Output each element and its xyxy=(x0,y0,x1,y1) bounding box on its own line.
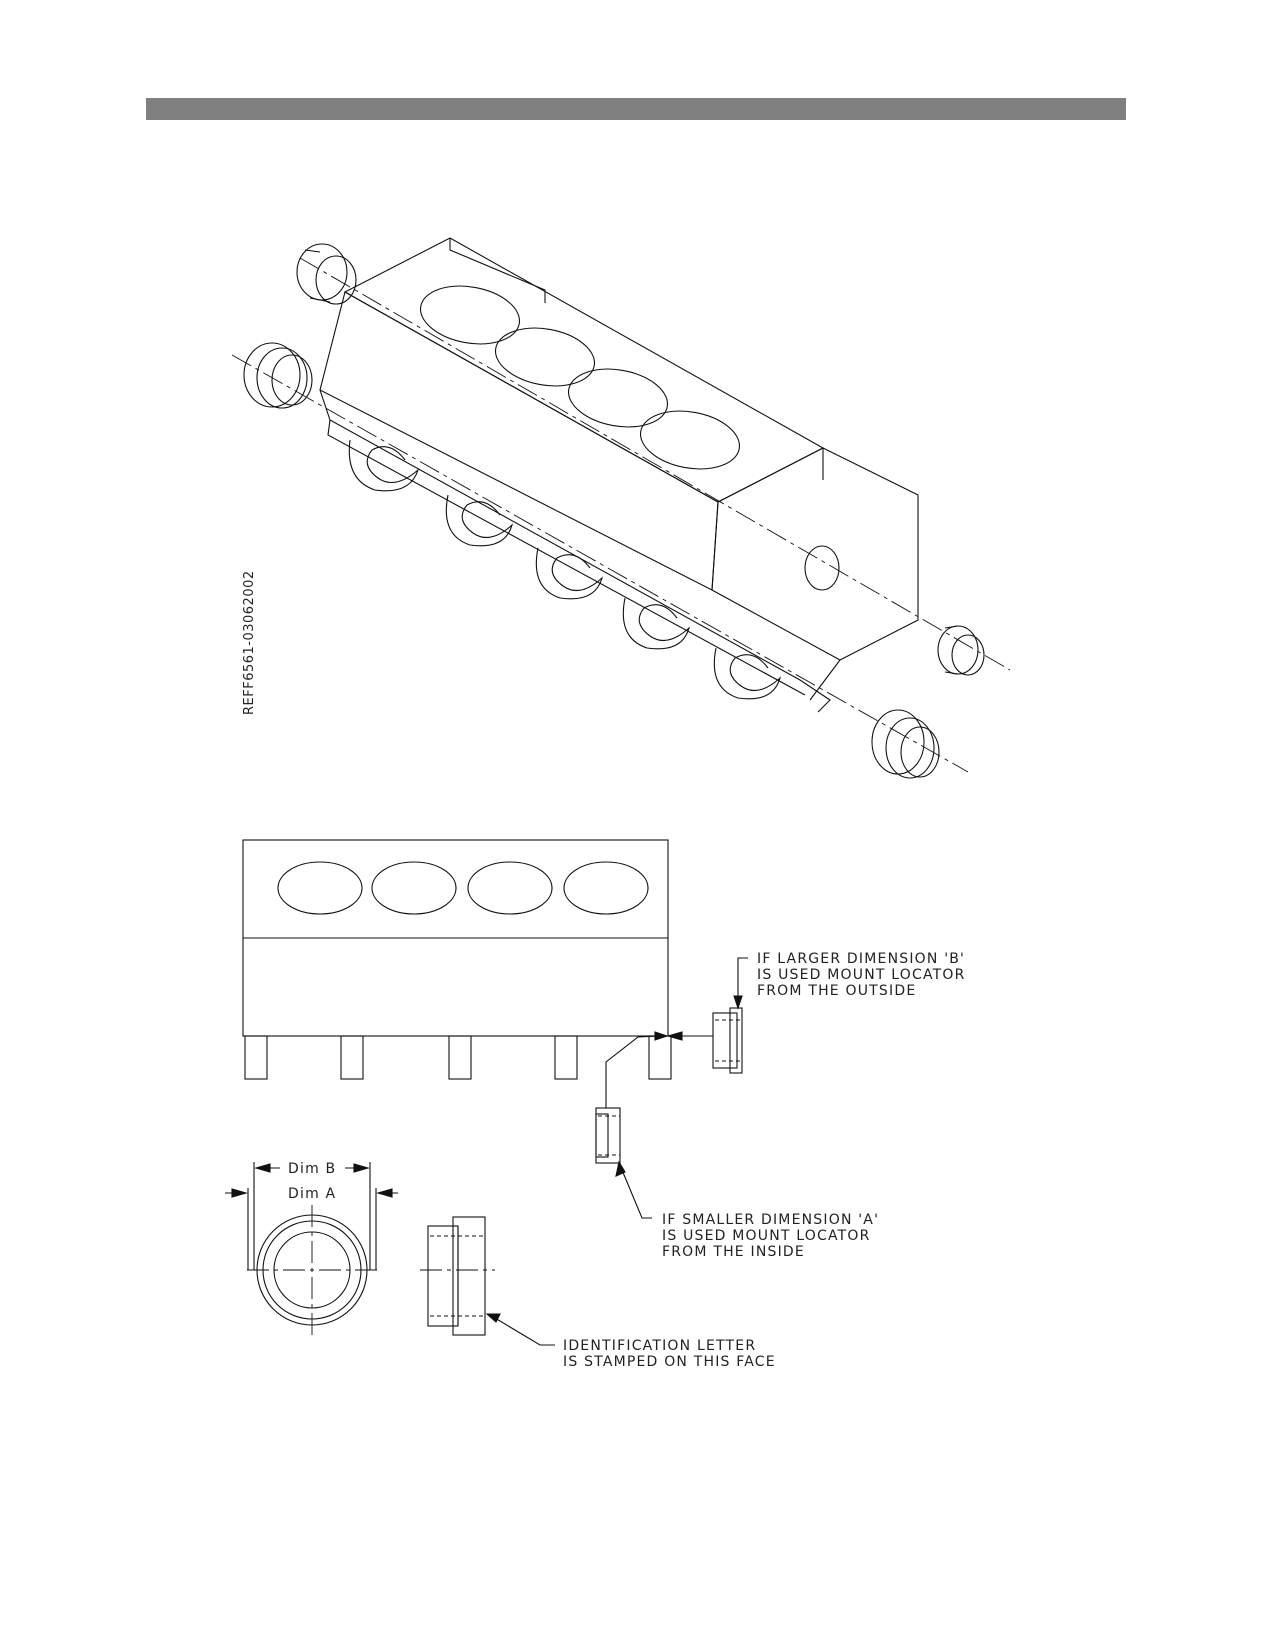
svg-text:IDENTIFICATION LETTER: IDENTIFICATION LETTER xyxy=(563,1338,756,1354)
bearing-saddles xyxy=(348,439,782,700)
dim-a-label: Dim A xyxy=(288,1186,336,1202)
isometric-engine-block-view: REFF6561-03062002 xyxy=(231,237,1011,779)
svg-text:FROM THE INSIDE: FROM THE INSIDE xyxy=(662,1244,805,1260)
svg-text:FROM THE OUTSIDE: FROM THE OUTSIDE xyxy=(757,983,916,999)
rear-large-locator xyxy=(243,342,313,409)
svg-text:IS USED MOUNT LOCATOR: IS USED MOUNT LOCATOR xyxy=(757,967,966,983)
bore-4 xyxy=(639,410,741,470)
svg-text:IF LARGER DIMENSION 'B': IF LARGER DIMENSION 'B' xyxy=(757,951,965,967)
svg-text:IS USED MOUNT LOCATOR: IS USED MOUNT LOCATOR xyxy=(662,1228,871,1244)
note-larger-dimension: IF LARGER DIMENSION 'B' IS USED MOUNT LO… xyxy=(757,951,966,999)
locator-side-detail xyxy=(420,1216,555,1346)
bore-3 xyxy=(567,368,669,428)
side-view-engine-block xyxy=(242,839,748,1219)
inside-locator-side xyxy=(595,1107,621,1164)
block-end-face xyxy=(711,447,919,661)
block-front-face xyxy=(319,291,719,591)
note-identification: IDENTIFICATION LETTER IS STAMPED ON THIS… xyxy=(563,1338,776,1370)
svg-text:IF SMALLER DIMENSION 'A': IF SMALLER DIMENSION 'A' xyxy=(662,1212,879,1228)
dim-b-label: Dim B xyxy=(288,1161,336,1177)
block-top-face xyxy=(343,237,825,503)
header-bar xyxy=(146,98,1126,120)
note-smaller-dimension: IF SMALLER DIMENSION 'A' IS USED MOUNT L… xyxy=(662,1212,879,1260)
svg-text:IS STAMPED ON THIS FACE: IS STAMPED ON THIS FACE xyxy=(563,1354,776,1370)
bore-1 xyxy=(419,285,521,345)
locator-front-detail: Dim B Dim A xyxy=(225,1161,398,1336)
end-face-hole xyxy=(804,545,840,591)
rear-small-locator xyxy=(296,243,357,305)
front-small-locator xyxy=(937,625,985,676)
bore-2 xyxy=(494,327,596,387)
reference-code: REFF6561-03062002 xyxy=(242,570,257,715)
front-large-locator xyxy=(871,709,940,779)
outside-locator-side xyxy=(712,1007,743,1074)
